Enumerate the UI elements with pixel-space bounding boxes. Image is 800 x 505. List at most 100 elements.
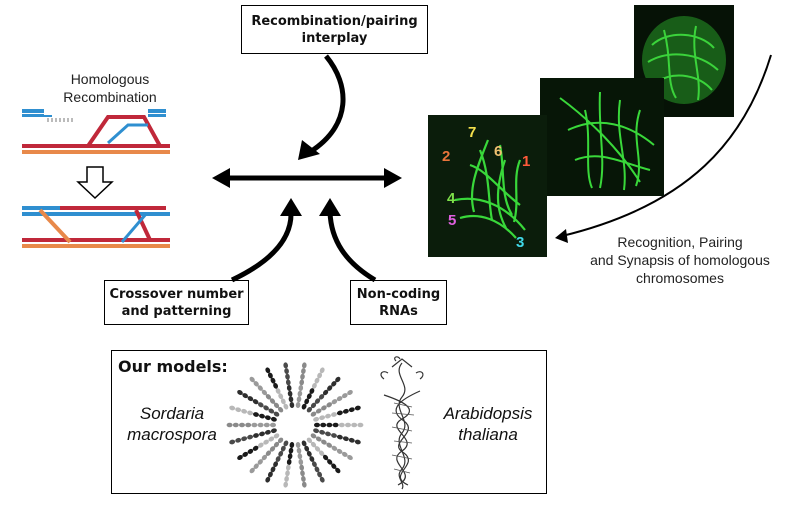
arabidopsis-species: thaliana: [458, 425, 518, 444]
spore: [275, 388, 281, 394]
spore: [265, 394, 272, 400]
spore: [257, 402, 264, 408]
spore: [286, 459, 292, 465]
spore: [325, 431, 331, 437]
spore: [247, 448, 254, 454]
spore: [245, 422, 252, 428]
spore: [314, 466, 320, 473]
spore: [288, 396, 294, 403]
spore: [264, 415, 271, 421]
recognition-line-1: Recognition, Pairing: [617, 234, 743, 250]
chromosome-number: 5: [448, 212, 457, 229]
spore: [263, 422, 270, 428]
spore: [348, 407, 355, 413]
spore: [306, 450, 312, 457]
spore: [314, 377, 320, 384]
spore: [318, 394, 325, 400]
spore: [297, 390, 303, 397]
spore: [267, 471, 273, 478]
spore: [253, 381, 259, 387]
spore: [298, 385, 304, 391]
spore: [275, 456, 281, 462]
spore: [325, 413, 331, 419]
spore: [322, 454, 329, 461]
spore: [249, 467, 255, 474]
spore: [351, 422, 358, 428]
spore: [298, 459, 304, 465]
spore: [264, 429, 271, 435]
spore: [331, 463, 337, 469]
spore: [257, 422, 264, 428]
spore: [319, 476, 325, 483]
models-title: Our models:: [118, 357, 228, 376]
spore: [347, 389, 353, 396]
spore: [285, 464, 291, 471]
spore: [336, 396, 343, 402]
hr-caption: Homologous Recombination: [40, 70, 180, 106]
spore: [336, 434, 343, 440]
spore: [235, 407, 242, 413]
spore: [287, 390, 293, 397]
interplay-box: Recombination/pairing interplay: [241, 5, 428, 54]
arrow-from-crossover: [230, 198, 302, 283]
spore: [357, 422, 364, 428]
spore: [310, 411, 317, 417]
spore: [299, 464, 305, 471]
spore: [261, 389, 268, 396]
sordaria-asci-illustration: [226, 362, 364, 488]
spore: [284, 368, 289, 375]
spore: [320, 422, 327, 428]
spore: [237, 454, 243, 461]
dna-diagram-top: [22, 109, 170, 154]
spore: [253, 433, 259, 438]
spore: [319, 367, 325, 374]
spore: [322, 389, 329, 396]
ncrna-line-1: Non-coding: [356, 286, 441, 302]
spore: [263, 405, 269, 411]
spore: [309, 456, 315, 462]
spore: [252, 399, 259, 405]
spore: [235, 437, 242, 443]
spore: [273, 411, 280, 417]
spore: [304, 445, 310, 452]
spore: [309, 388, 315, 394]
spore: [313, 416, 320, 422]
spore: [304, 398, 310, 405]
spore: [314, 446, 321, 452]
spore: [268, 436, 275, 442]
spore: [285, 470, 290, 477]
spore: [342, 408, 349, 414]
spore: [311, 461, 317, 468]
spore: [287, 453, 293, 460]
spore: [295, 442, 301, 448]
spore: [257, 442, 264, 448]
crossover-line-1: Crossover number: [109, 286, 244, 302]
chromosome-number: 2: [442, 148, 451, 165]
spore: [259, 431, 265, 437]
spore: [306, 393, 312, 400]
spore: [226, 422, 233, 428]
spore: [241, 408, 248, 414]
spore: [296, 396, 302, 403]
arrow-from-interplay: [298, 54, 346, 160]
spore: [265, 367, 271, 374]
chromosome-number: 1: [522, 153, 531, 170]
spore: [278, 393, 284, 400]
spore: [336, 448, 343, 454]
models-box: Our models: Sordaria macrospora Arabidop…: [111, 350, 547, 494]
hr-caption-line-2: Recombination: [63, 89, 157, 105]
spore: [241, 436, 248, 442]
spore: [331, 399, 338, 405]
spore: [347, 454, 353, 461]
arabidopsis-dna-illustration: [380, 356, 424, 490]
spore: [335, 467, 341, 474]
spore: [319, 415, 326, 421]
spore: [338, 422, 345, 428]
spore: [270, 377, 276, 384]
hr-caption-line-1: Homologous: [70, 71, 150, 87]
spore: [270, 422, 276, 428]
spore: [270, 416, 277, 422]
spore: [273, 433, 280, 439]
spore: [301, 475, 306, 482]
